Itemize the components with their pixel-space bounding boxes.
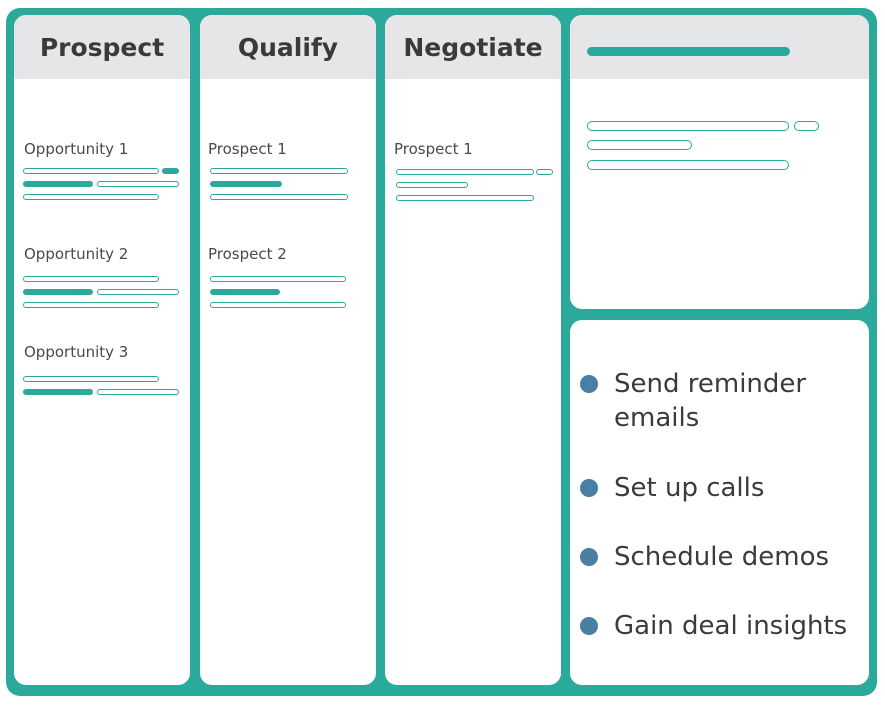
placeholder-line-filled: [23, 389, 93, 395]
task-label: Send reminder emails: [614, 369, 807, 433]
pipeline-board: Prospect Opportunity 1 Opportunity 2 Opp…: [6, 8, 877, 696]
placeholder-line: [587, 140, 692, 150]
placeholder-line-filled: [23, 289, 93, 295]
placeholder-line: [23, 302, 159, 308]
column-header-negotiate: Negotiate: [385, 15, 561, 79]
detail-panel: [570, 15, 869, 309]
card-opportunity-1[interactable]: Opportunity 1: [14, 140, 190, 220]
detail-panel-header: [570, 15, 869, 79]
task-item: Gain deal insights: [580, 609, 847, 643]
placeholder-line: [587, 121, 789, 131]
placeholder-line: [210, 302, 346, 308]
column-header-prospect: Prospect: [14, 15, 190, 79]
placeholder-line: [396, 169, 534, 175]
placeholder-line: [23, 376, 159, 382]
card-title: Opportunity 2: [24, 245, 129, 263]
placeholder-line: [97, 389, 179, 395]
placeholder-line: [23, 168, 159, 174]
placeholder-title-line: [587, 47, 790, 56]
card-opportunity-2[interactable]: Opportunity 2: [14, 245, 190, 325]
card-title: Prospect 1: [394, 140, 473, 158]
bullet-dot-icon: [580, 548, 598, 566]
placeholder-line: [210, 276, 346, 282]
card-title: Opportunity 1: [24, 140, 129, 158]
task-item: Send reminder emails: [580, 367, 860, 435]
placeholder-line: [23, 276, 159, 282]
placeholder-line: [97, 181, 179, 187]
placeholder-line: [396, 182, 468, 188]
placeholder-line: [210, 194, 348, 200]
card-title: Prospect 2: [208, 245, 287, 263]
column-title: Negotiate: [403, 32, 543, 62]
task-item: Schedule demos: [580, 540, 829, 574]
task-panel: Send reminder emails Set up calls Schedu…: [570, 320, 869, 685]
placeholder-line: [536, 169, 553, 175]
column-title: Qualify: [237, 32, 339, 62]
task-label: Schedule demos: [614, 542, 830, 572]
placeholder-line-filled: [23, 181, 93, 187]
task-item: Set up calls: [580, 471, 764, 505]
column-header-qualify: Qualify: [200, 15, 376, 79]
task-label: Set up calls: [614, 473, 765, 503]
card-title: Opportunity 3: [24, 343, 129, 361]
column-negotiate: Negotiate Prospect 1: [385, 15, 561, 685]
placeholder-line: [587, 160, 789, 170]
card-title: Prospect 1: [208, 140, 287, 158]
column-qualify: Qualify Prospect 1 Prospect 2: [200, 15, 376, 685]
bullet-dot-icon: [580, 617, 598, 635]
column-prospect: Prospect Opportunity 1 Opportunity 2 Opp…: [14, 15, 190, 685]
placeholder-line: [396, 195, 534, 201]
card-opportunity-3[interactable]: Opportunity 3: [14, 343, 190, 413]
placeholder-line: [210, 168, 348, 174]
placeholder-line: [794, 121, 819, 131]
placeholder-line-filled: [210, 289, 280, 295]
task-label: Gain deal insights: [614, 611, 848, 641]
card-prospect-1[interactable]: Prospect 1: [200, 140, 376, 220]
placeholder-line: [23, 194, 159, 200]
card-prospect-2[interactable]: Prospect 2: [200, 245, 376, 325]
column-title: Prospect: [39, 32, 165, 62]
card-prospect-1[interactable]: Prospect 1: [385, 140, 561, 220]
placeholder-line-filled: [162, 168, 179, 174]
bullet-dot-icon: [580, 375, 598, 393]
bullet-dot-icon: [580, 479, 598, 497]
placeholder-line: [97, 289, 179, 295]
placeholder-line-filled: [210, 181, 282, 187]
